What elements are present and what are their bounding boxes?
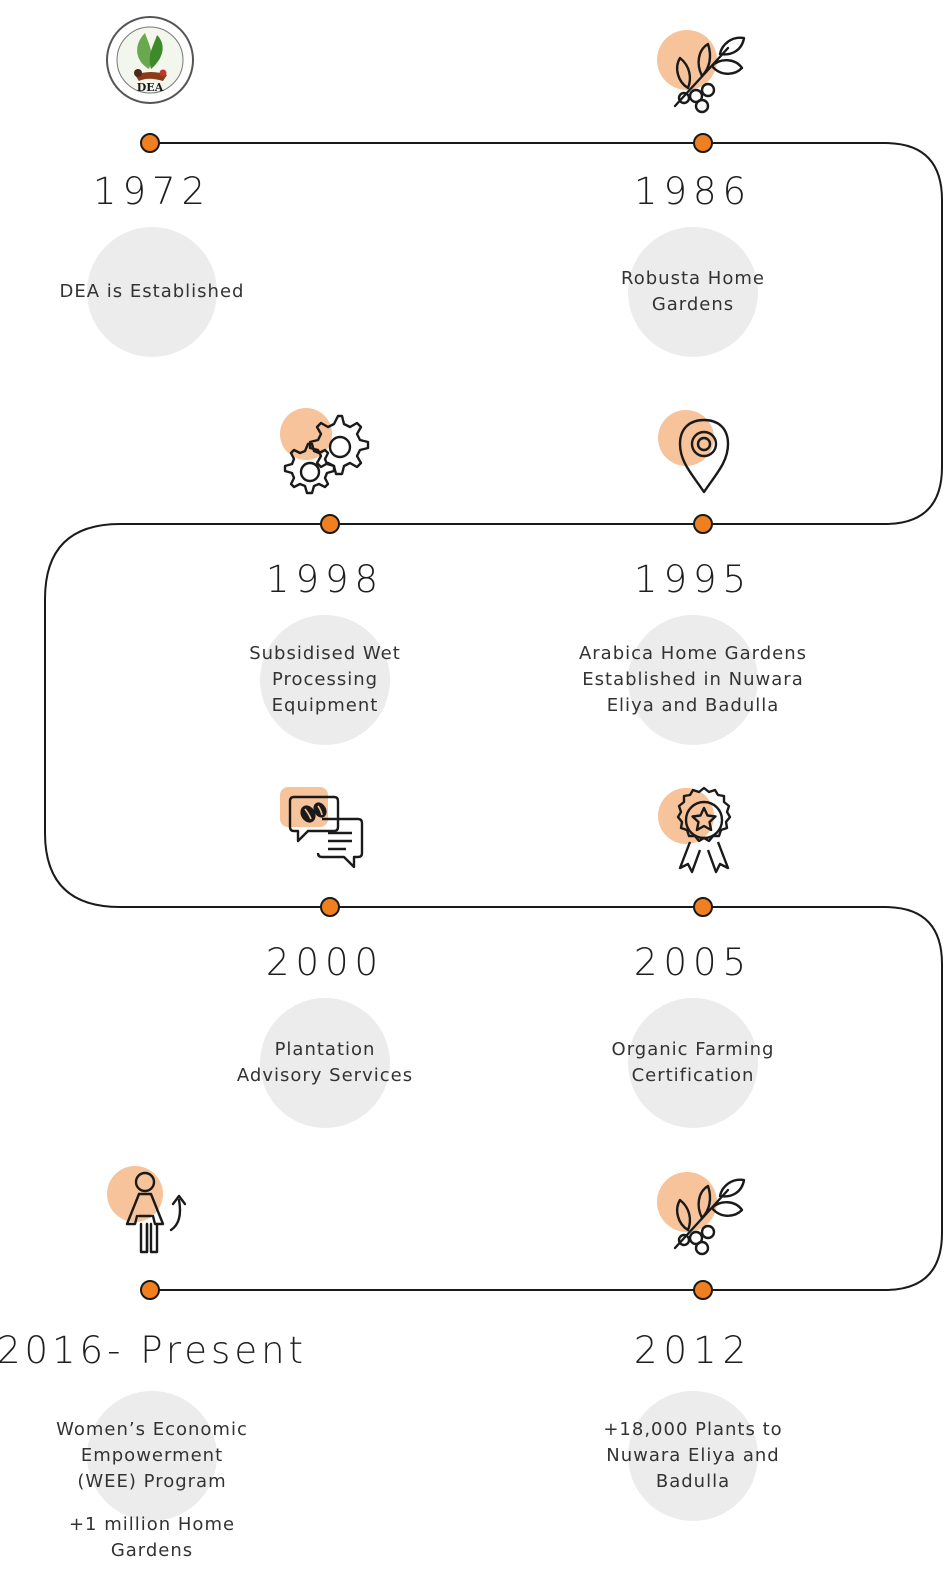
milestone-description: Women’s Economic Empowerment (WEE) Progr… bbox=[56, 1419, 248, 1492]
coffee-branch-icon bbox=[650, 1160, 750, 1260]
timeline-dot bbox=[693, 133, 713, 153]
milestone-year: 2016- Present bbox=[0, 1329, 308, 1372]
milestone-year: 1986 bbox=[633, 170, 753, 213]
milestone-year: 1998 bbox=[265, 558, 385, 601]
milestone-1998: 1998 Subsidised Wet Processing Equipment bbox=[155, 560, 495, 745]
dea-logo-text: DEA bbox=[137, 81, 164, 94]
milestone-2016-present: 2016- Present Women’s Economic Empowerme… bbox=[0, 1331, 322, 1521]
timeline-dot bbox=[693, 514, 713, 534]
woman-growth-icon bbox=[105, 1162, 205, 1262]
milestone-description: Subsidised Wet Processing Equipment bbox=[249, 643, 401, 716]
milestone-year: 1995 bbox=[633, 558, 753, 601]
timeline-path bbox=[44, 142, 943, 1291]
award-badge-icon bbox=[650, 780, 750, 880]
milestone-description: DEA is Established bbox=[59, 281, 245, 302]
milestone-description: Plantation Advisory Services bbox=[236, 1039, 414, 1086]
timeline-dot bbox=[320, 514, 340, 534]
milestone-bubble: Subsidised Wet Processing Equipment bbox=[249, 615, 400, 745]
milestone-bubble: Organic Farming Certification bbox=[612, 998, 773, 1128]
milestone-bubble: Robusta Home Gardens bbox=[621, 227, 764, 357]
gears-icon bbox=[278, 404, 378, 504]
milestone-bubble: Arabica Home Gardens Established in Nuwa… bbox=[579, 615, 806, 745]
dea-logo: DEA bbox=[105, 15, 195, 105]
milestone-description: Robusta Home Gardens bbox=[621, 268, 765, 315]
milestone-extra-note: +1 million Home Gardens bbox=[68, 1514, 236, 1561]
milestone-2012: 2012 +18,000 Plants to Nuwara Eliya and … bbox=[523, 1331, 863, 1521]
coffee-branch-icon bbox=[650, 18, 750, 118]
milestone-1995: 1995 Arabica Home Gardens Established in… bbox=[523, 560, 863, 745]
milestone-bubble: Plantation Advisory Services bbox=[237, 998, 412, 1128]
timeline-dot bbox=[320, 897, 340, 917]
coffee-chat-icon bbox=[278, 785, 378, 885]
milestone-description: Arabica Home Gardens Established in Nuwa… bbox=[578, 643, 808, 716]
timeline-dot bbox=[693, 1280, 713, 1300]
milestone-2000: 2000 Plantation Advisory Services bbox=[155, 943, 495, 1128]
milestone-2005: 2005 Organic Farming Certification bbox=[523, 943, 863, 1128]
milestone-bubble: DEA is Established bbox=[60, 227, 243, 357]
milestone-description: +18,000 Plants to Nuwara Eliya and Badul… bbox=[603, 1419, 783, 1492]
milestone-year: 1972 bbox=[92, 170, 212, 213]
timeline-dot bbox=[693, 897, 713, 917]
milestone-year: 2005 bbox=[633, 941, 753, 984]
timeline-dot bbox=[140, 1280, 160, 1300]
map-pin-icon bbox=[650, 404, 750, 504]
milestone-1986: 1986 Robusta Home Gardens bbox=[523, 172, 863, 357]
milestone-bubble: Women’s Economic Empowerment (WEE) Progr… bbox=[56, 1391, 247, 1521]
milestone-year: 2000 bbox=[265, 941, 385, 984]
milestone-bubble: +18,000 Plants to Nuwara Eliya and Badul… bbox=[603, 1391, 782, 1521]
milestone-1972: 1972 DEA is Established bbox=[0, 172, 322, 357]
timeline-dot bbox=[140, 133, 160, 153]
milestone-description: Organic Farming Certification bbox=[611, 1039, 775, 1086]
milestone-year: 2012 bbox=[633, 1329, 753, 1372]
